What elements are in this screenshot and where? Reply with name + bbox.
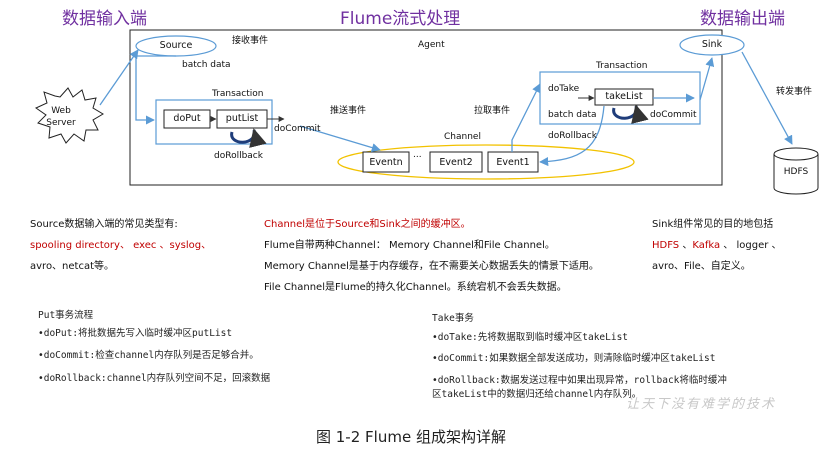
batch-data-right-label: batch data	[548, 110, 597, 120]
receive-event-label: 接收事件	[232, 36, 269, 46]
sink-notes-rest: 、 logger 、	[720, 240, 782, 251]
hdfs-label: HDFS	[783, 167, 809, 177]
event2-box	[429, 151, 483, 173]
pull-event-label: 拉取事件	[474, 106, 511, 116]
batch-data-left-label: batch data	[182, 60, 231, 70]
takelist-box	[594, 88, 654, 106]
arrow-rollback-to-channel	[539, 105, 605, 167]
put-notes-title: Put事务流程	[38, 310, 94, 321]
dorollback-right-label: doRollback	[548, 131, 597, 141]
agent-boundary	[129, 29, 723, 186]
source-notes-line1: Source数据输入端的常见类型有:	[30, 219, 178, 230]
channel-notes-line3: Memory Channel是基于内存缓存，在不需要关心数据丢失的情景下适用。	[264, 261, 599, 272]
source-notes-types: spooling directory、 exec 、syslog、	[30, 240, 212, 251]
channel-label: Channel	[444, 132, 481, 142]
ellipsis-label: ...	[413, 150, 422, 160]
sink-notes-line1: Sink组件常见的目的地包括	[652, 219, 774, 230]
take-notes-item3b: 区takeList中的数据归还给channel内存队列。	[432, 389, 642, 400]
arrow-sink-to-hdfs	[741, 51, 793, 145]
sink-notes-sep: 、	[679, 240, 693, 251]
event1-label: Event1	[496, 157, 530, 168]
sink-notes-line2: HDFS 、Kafka 、 logger 、	[652, 236, 782, 251]
event2-label: Event2	[439, 157, 473, 168]
diagram-title: Flume流式处理	[340, 9, 461, 29]
channel-notes-line1: Channel是位于Source和Sink之间的缓冲区。	[264, 219, 471, 230]
web-server-label-2: Server	[46, 118, 76, 128]
sink-label: Sink	[701, 39, 723, 50]
channel-notes-line2: Flume自带两种Channel： Memory Channel和File Ch…	[264, 240, 555, 251]
putlist-label: putList	[225, 113, 259, 124]
agent-label: Agent	[418, 40, 445, 50]
arrow-transaction-to-sink	[699, 57, 715, 101]
arrow-web-to-source	[99, 49, 139, 106]
arrow-push-to-channel	[299, 125, 381, 153]
input-header: 数据输入端	[62, 9, 147, 29]
web-server-shape	[34, 87, 104, 144]
sink-notes-kafka: Kafka	[692, 240, 721, 251]
sink-notes-hdfs: HDFS	[652, 240, 680, 251]
source-label: Source	[159, 40, 193, 51]
push-event-label: 推送事件	[330, 106, 367, 116]
dorollback-left-label: doRollback	[214, 151, 263, 161]
eventn-box	[362, 151, 410, 173]
output-header: 数据输出端	[700, 9, 785, 29]
take-notes-item3a: •doRollback:数据发送过程中如果出现异常，rollback将临时缓冲	[432, 375, 727, 386]
take-notes-item2: •doCommit:如果数据全部发送成功，则清除临时缓冲区takeList	[432, 353, 716, 364]
doput-label: doPut	[173, 113, 201, 124]
put-notes-item1: •doPut:将批数据先写入临时缓冲区putList	[38, 328, 233, 339]
sink-ellipse	[679, 34, 745, 56]
hdfs-cylinder	[773, 154, 819, 195]
arrow-pull-from-channel	[511, 83, 541, 152]
channel-ellipse	[337, 144, 635, 180]
channel-notes-line4: File Channel是Flume的持久化Channel。系统宕机不会丢失数据…	[264, 282, 567, 293]
rollback-loop-right	[612, 104, 649, 124]
rollback-loop-left	[230, 128, 267, 148]
docommit-right-label: doCommit	[650, 110, 697, 120]
figure-caption: 图 1-2 Flume 组成架构详解	[316, 428, 506, 446]
transaction-right-label: Transaction	[596, 61, 648, 71]
watermark: 让天下没有难学的技术	[626, 397, 777, 412]
forward-event-label: 转发事件	[776, 87, 813, 97]
take-notes-title: Take事务	[432, 313, 474, 324]
put-notes-item3: •doRollback:channel内存队列空间不足，回滚数据	[38, 373, 271, 384]
take-notes-item1: •doTake:先将数据取到临时缓冲区takeList	[432, 332, 629, 343]
source-notes-line3: avro、netcat等。	[30, 261, 115, 272]
takelist-label: takeList	[605, 91, 643, 102]
dotake-label: doTake	[548, 84, 580, 94]
docommit-left-label: doCommit	[274, 124, 321, 134]
put-notes-item2: •doCommit:检查channel内存队列是否足够合并。	[38, 350, 259, 361]
hdfs-cylinder-top	[773, 147, 819, 161]
transaction-left-label: Transaction	[212, 89, 264, 99]
web-server-label-1: Web	[51, 106, 71, 116]
arrow-source-to-transaction	[135, 55, 176, 125]
event1-box	[487, 151, 539, 173]
eventn-label: Eventn	[369, 157, 403, 168]
sink-notes-line3: avro、File、自定义。	[652, 261, 751, 272]
